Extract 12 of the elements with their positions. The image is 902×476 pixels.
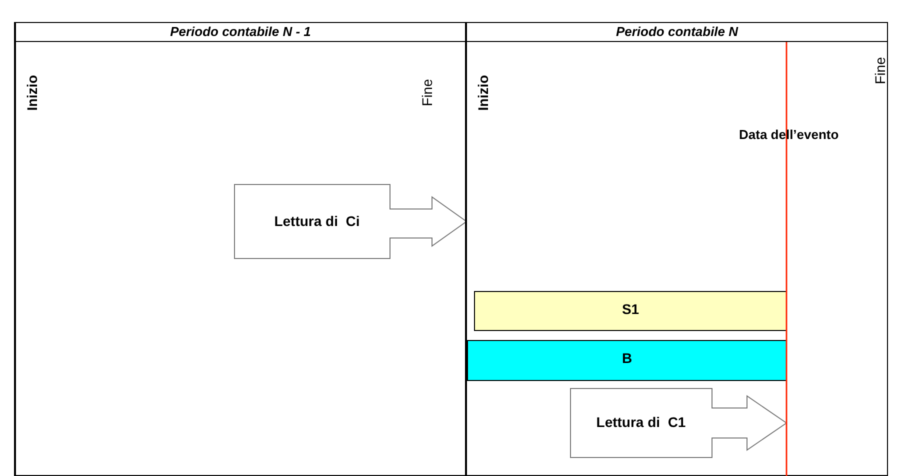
period-column <box>465 22 888 476</box>
arrow-label: Lettura di Ci <box>273 212 361 228</box>
period-boundary-label: Inizio <box>475 75 491 111</box>
period-boundary-label: Fine <box>872 57 888 84</box>
arrow-label: Lettura di C1 <box>595 414 687 430</box>
period-boundary-label: Inizio <box>24 75 40 111</box>
period-boundary-label: Fine <box>419 79 435 106</box>
timeline-bar: B <box>467 340 787 381</box>
period-column <box>14 22 466 476</box>
timeline-bar: S1 <box>474 291 787 331</box>
column-heading: Periodo contabile N - 1 <box>16 23 465 42</box>
column-heading: Periodo contabile N <box>467 23 887 42</box>
